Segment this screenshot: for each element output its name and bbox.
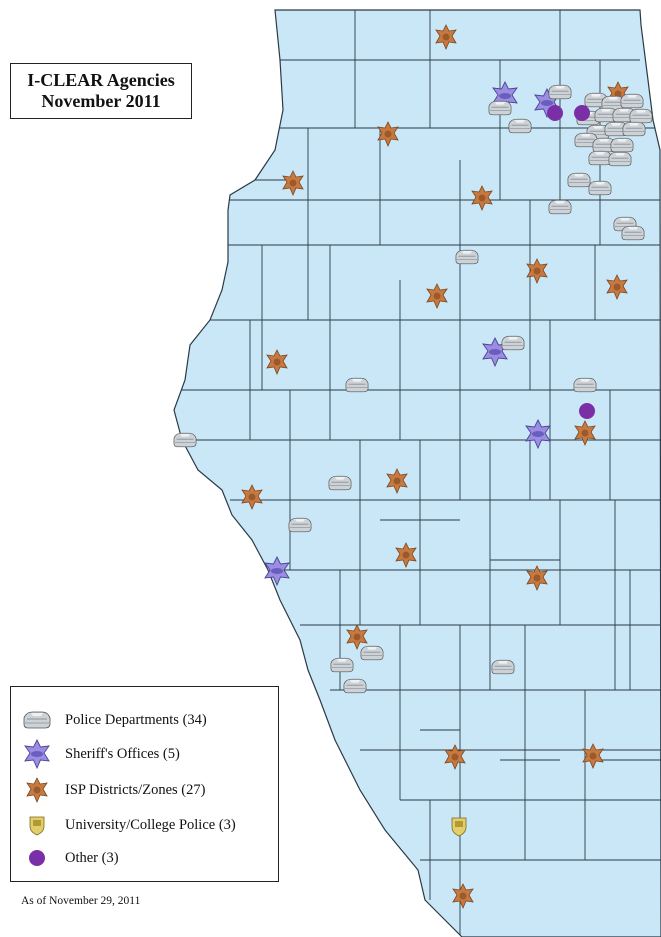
university-shield-icon bbox=[21, 811, 53, 839]
title-line-2: November 2011 bbox=[41, 91, 161, 111]
legend-item-isp: ISP Districts/Zones (27) bbox=[21, 776, 205, 804]
other-agency-icon bbox=[547, 105, 563, 121]
police-department-icon bbox=[567, 172, 591, 188]
isp-star-icon bbox=[21, 776, 53, 804]
legend-label-police: Police Departments (34) bbox=[65, 711, 207, 728]
police-department-icon bbox=[330, 657, 354, 673]
title-line-1: I-CLEAR Agencies bbox=[27, 70, 175, 90]
legend-item-sheriff: Sheriff's Offices (5) bbox=[21, 739, 180, 769]
legend-item-police: Police Departments (34) bbox=[21, 706, 207, 734]
police-department-icon bbox=[608, 151, 632, 167]
police-department-icon bbox=[622, 121, 646, 137]
police-department-icon bbox=[548, 84, 572, 100]
other-agency-icon bbox=[574, 105, 590, 121]
legend-label-university: University/College Police (3) bbox=[65, 816, 236, 833]
police-department-icon bbox=[588, 150, 612, 166]
sheriff-star-icon bbox=[21, 739, 53, 769]
other-agency-icon bbox=[579, 403, 595, 419]
police-department-icon bbox=[610, 137, 634, 153]
legend-label-other: Other (3) bbox=[65, 849, 119, 866]
map-legend: Police Departments (34) Sheriff's Office… bbox=[10, 686, 279, 882]
police-car-icon bbox=[21, 706, 53, 734]
police-department-icon bbox=[620, 93, 644, 109]
police-department-icon bbox=[629, 108, 653, 124]
police-department-icon bbox=[491, 659, 515, 675]
legend-label-isp: ISP Districts/Zones (27) bbox=[65, 781, 206, 798]
legend-label-sheriff: Sheriff's Offices (5) bbox=[65, 745, 180, 762]
police-department-icon bbox=[488, 100, 512, 116]
legend-item-university: University/College Police (3) bbox=[21, 811, 236, 839]
police-department-icon bbox=[501, 335, 525, 351]
police-department-icon bbox=[455, 249, 479, 265]
map-title-box: I-CLEAR Agencies November 2011 bbox=[10, 63, 192, 119]
police-department-icon bbox=[360, 645, 384, 661]
police-department-icon bbox=[588, 180, 612, 196]
police-department-icon bbox=[345, 377, 369, 393]
legend-item-other: Other (3) bbox=[21, 844, 119, 872]
purple-dot-icon bbox=[21, 844, 53, 872]
police-department-icon bbox=[621, 225, 645, 241]
police-department-icon bbox=[343, 678, 367, 694]
county-borders bbox=[180, 10, 661, 937]
police-department-icon bbox=[573, 377, 597, 393]
police-department-icon bbox=[508, 118, 532, 134]
police-department-icon bbox=[288, 517, 312, 533]
police-department-icon bbox=[328, 475, 352, 491]
police-department-icon bbox=[548, 199, 572, 215]
police-department-icon bbox=[173, 432, 197, 448]
as-of-date: As of November 29, 2011 bbox=[21, 895, 141, 907]
